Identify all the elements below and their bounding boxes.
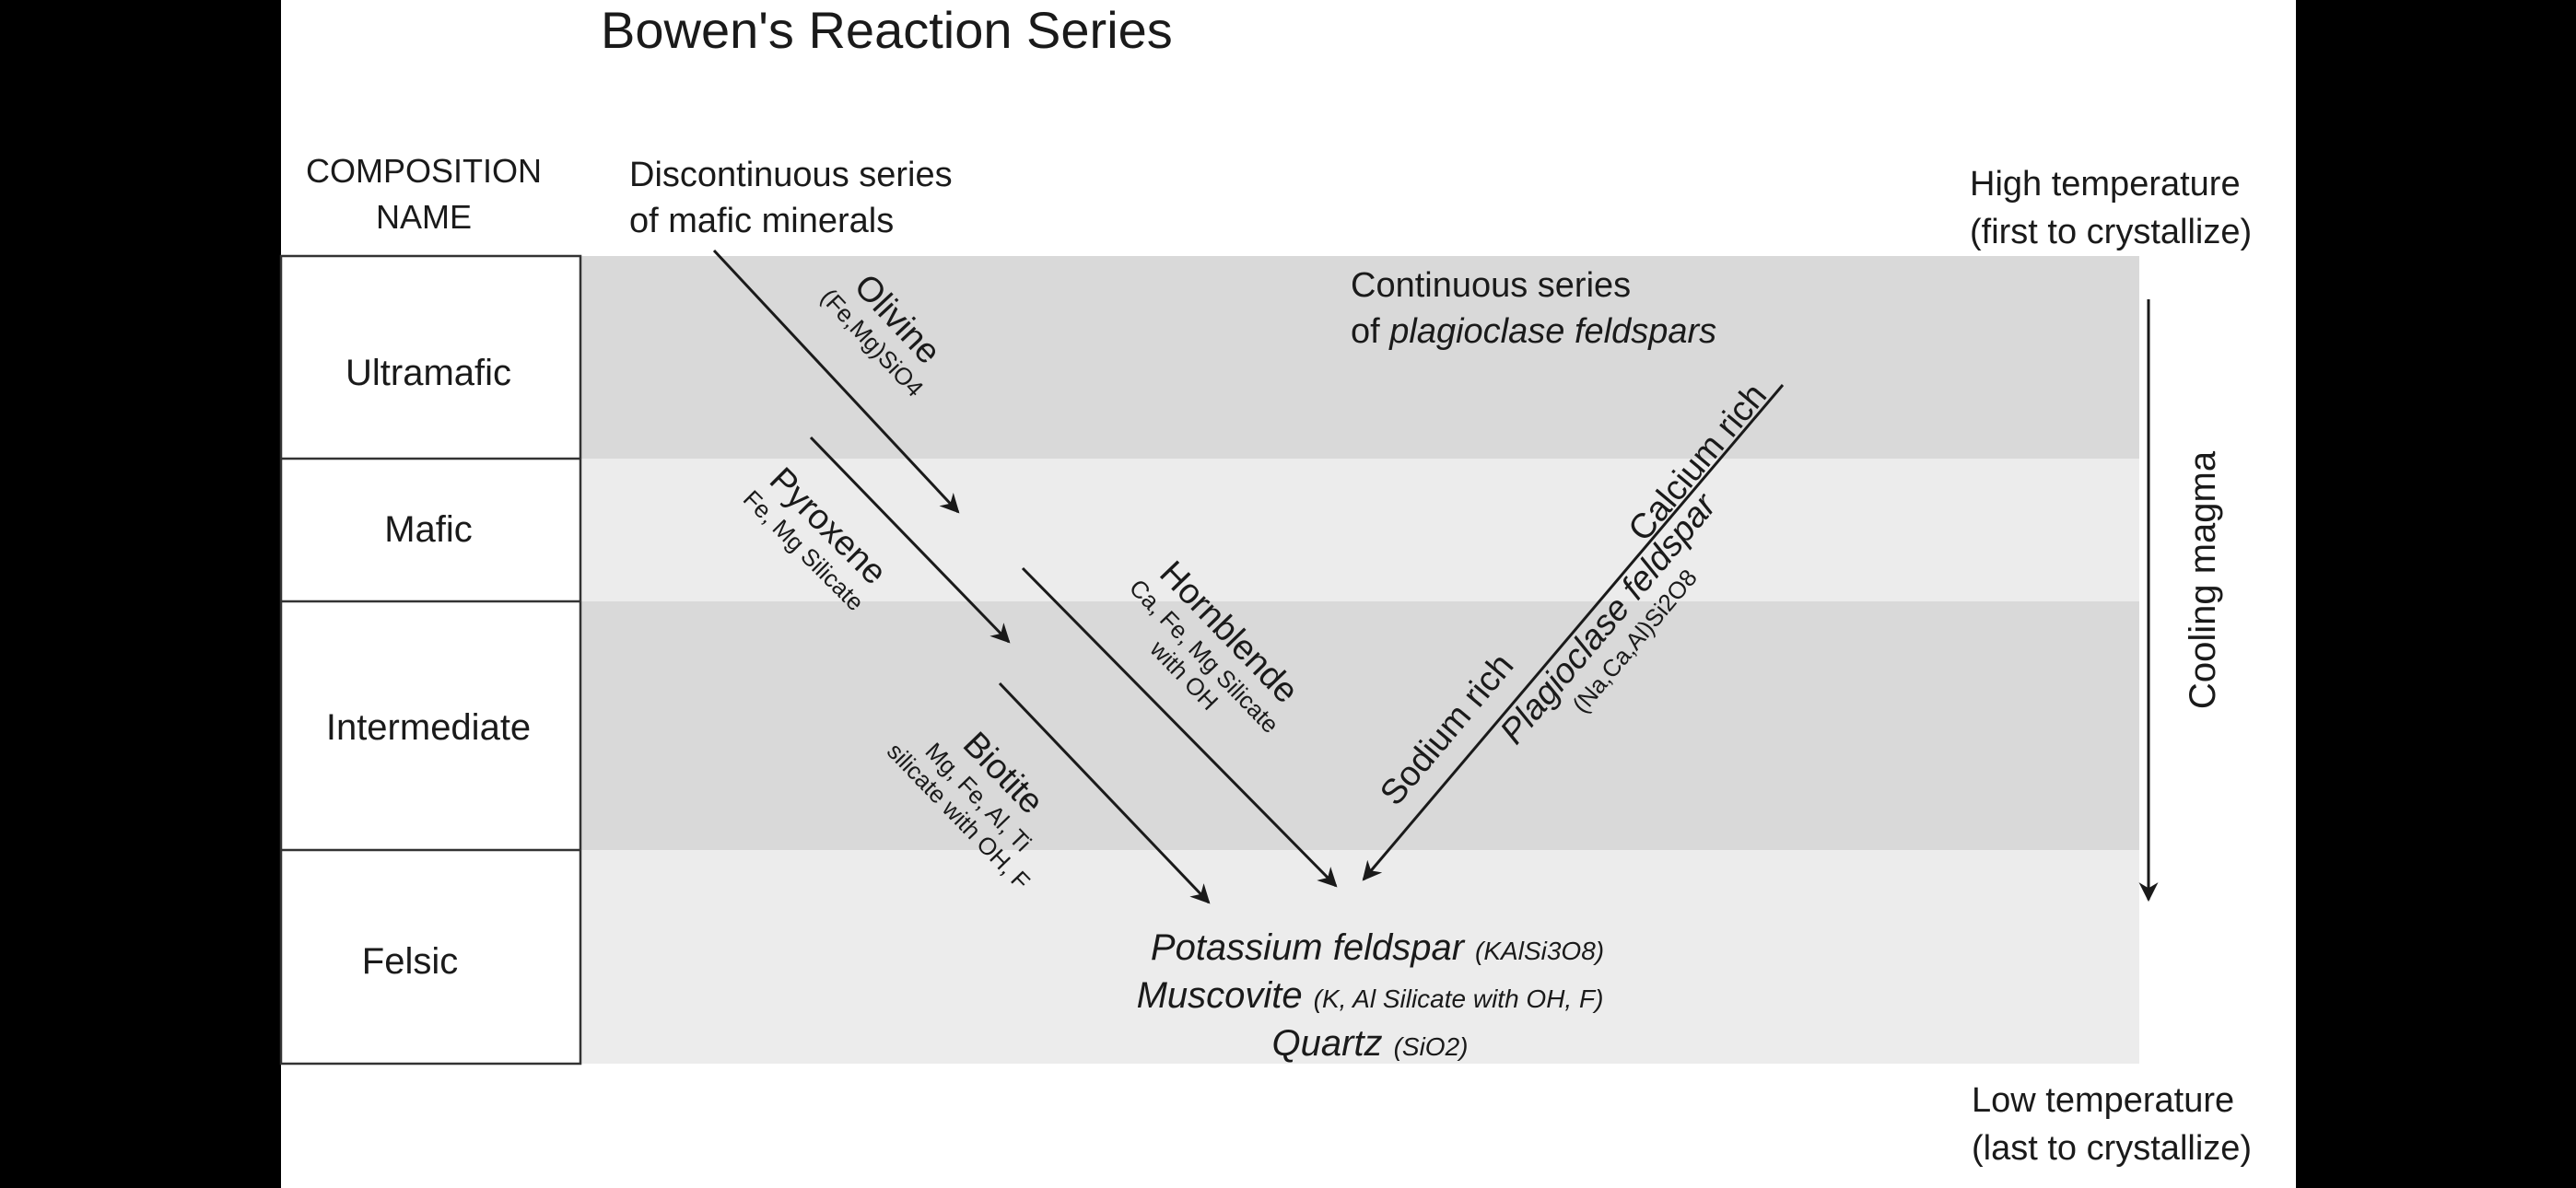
quartz-name: Quartz [1272, 1023, 1383, 1064]
discontinuous-label-1: Discontinuous series [629, 156, 953, 194]
page-title: Bowen's Reaction Series [601, 1, 1173, 59]
band-mafic [580, 459, 2139, 601]
continuous-label-1: Continuous series [1351, 266, 1631, 305]
composition-ultramafic: Ultramafic [345, 353, 511, 393]
composition-header-2: NAME [376, 198, 472, 236]
plagioclase-arrow [1362, 384, 1785, 881]
composition-felsic: Felsic [362, 941, 458, 982]
biotite-arrow [998, 681, 1211, 904]
continuous-label-2: of plagioclase feldspars [1351, 312, 1716, 351]
continuous-label-italic: plagioclase feldspars [1388, 312, 1716, 351]
high-temp-label-2: (first to crystallize) [1970, 213, 2252, 251]
low-temp-label-2: (last to crystallize) [1972, 1129, 2252, 1168]
quartz-line: Quartz (SiO2) [1272, 1023, 1469, 1064]
hornblende-arrow [1021, 566, 1338, 888]
composition-mafic: Mafic [384, 509, 473, 550]
composition-table [279, 254, 582, 1066]
low-temp-label-1: Low temperature [1972, 1081, 2234, 1120]
potassium-feldspar-line: Potassium feldspar (KAlSi3O8) [1151, 927, 1604, 968]
muscovite-formula: (K, Al Silicate with OH, F) [1314, 984, 1604, 1013]
muscovite-line: Muscovite (K, Al Silicate with OH, F) [1137, 975, 1604, 1016]
band-felsic [580, 850, 2139, 1064]
olivine-arrow [712, 249, 960, 514]
band-intermediate [580, 601, 2139, 850]
cooling-magma-label: Cooling magma [2183, 450, 2223, 709]
composition-header-1: COMPOSITION [306, 152, 542, 190]
continuous-label-prefix: of [1351, 312, 1389, 351]
pyroxene-arrow [809, 436, 1011, 644]
potassium-feldspar-name: Potassium feldspar [1151, 927, 1466, 968]
band-ultramafic [580, 256, 2139, 459]
discontinuous-label-2: of mafic minerals [629, 202, 894, 240]
muscovite-name: Muscovite [1137, 975, 1303, 1016]
quartz-formula: (SiO2) [1394, 1032, 1469, 1061]
high-temp-label-1: High temperature [1970, 165, 2241, 204]
potassium-feldspar-formula: (KAlSi3O8) [1475, 937, 1604, 965]
composition-intermediate: Intermediate [326, 707, 531, 748]
